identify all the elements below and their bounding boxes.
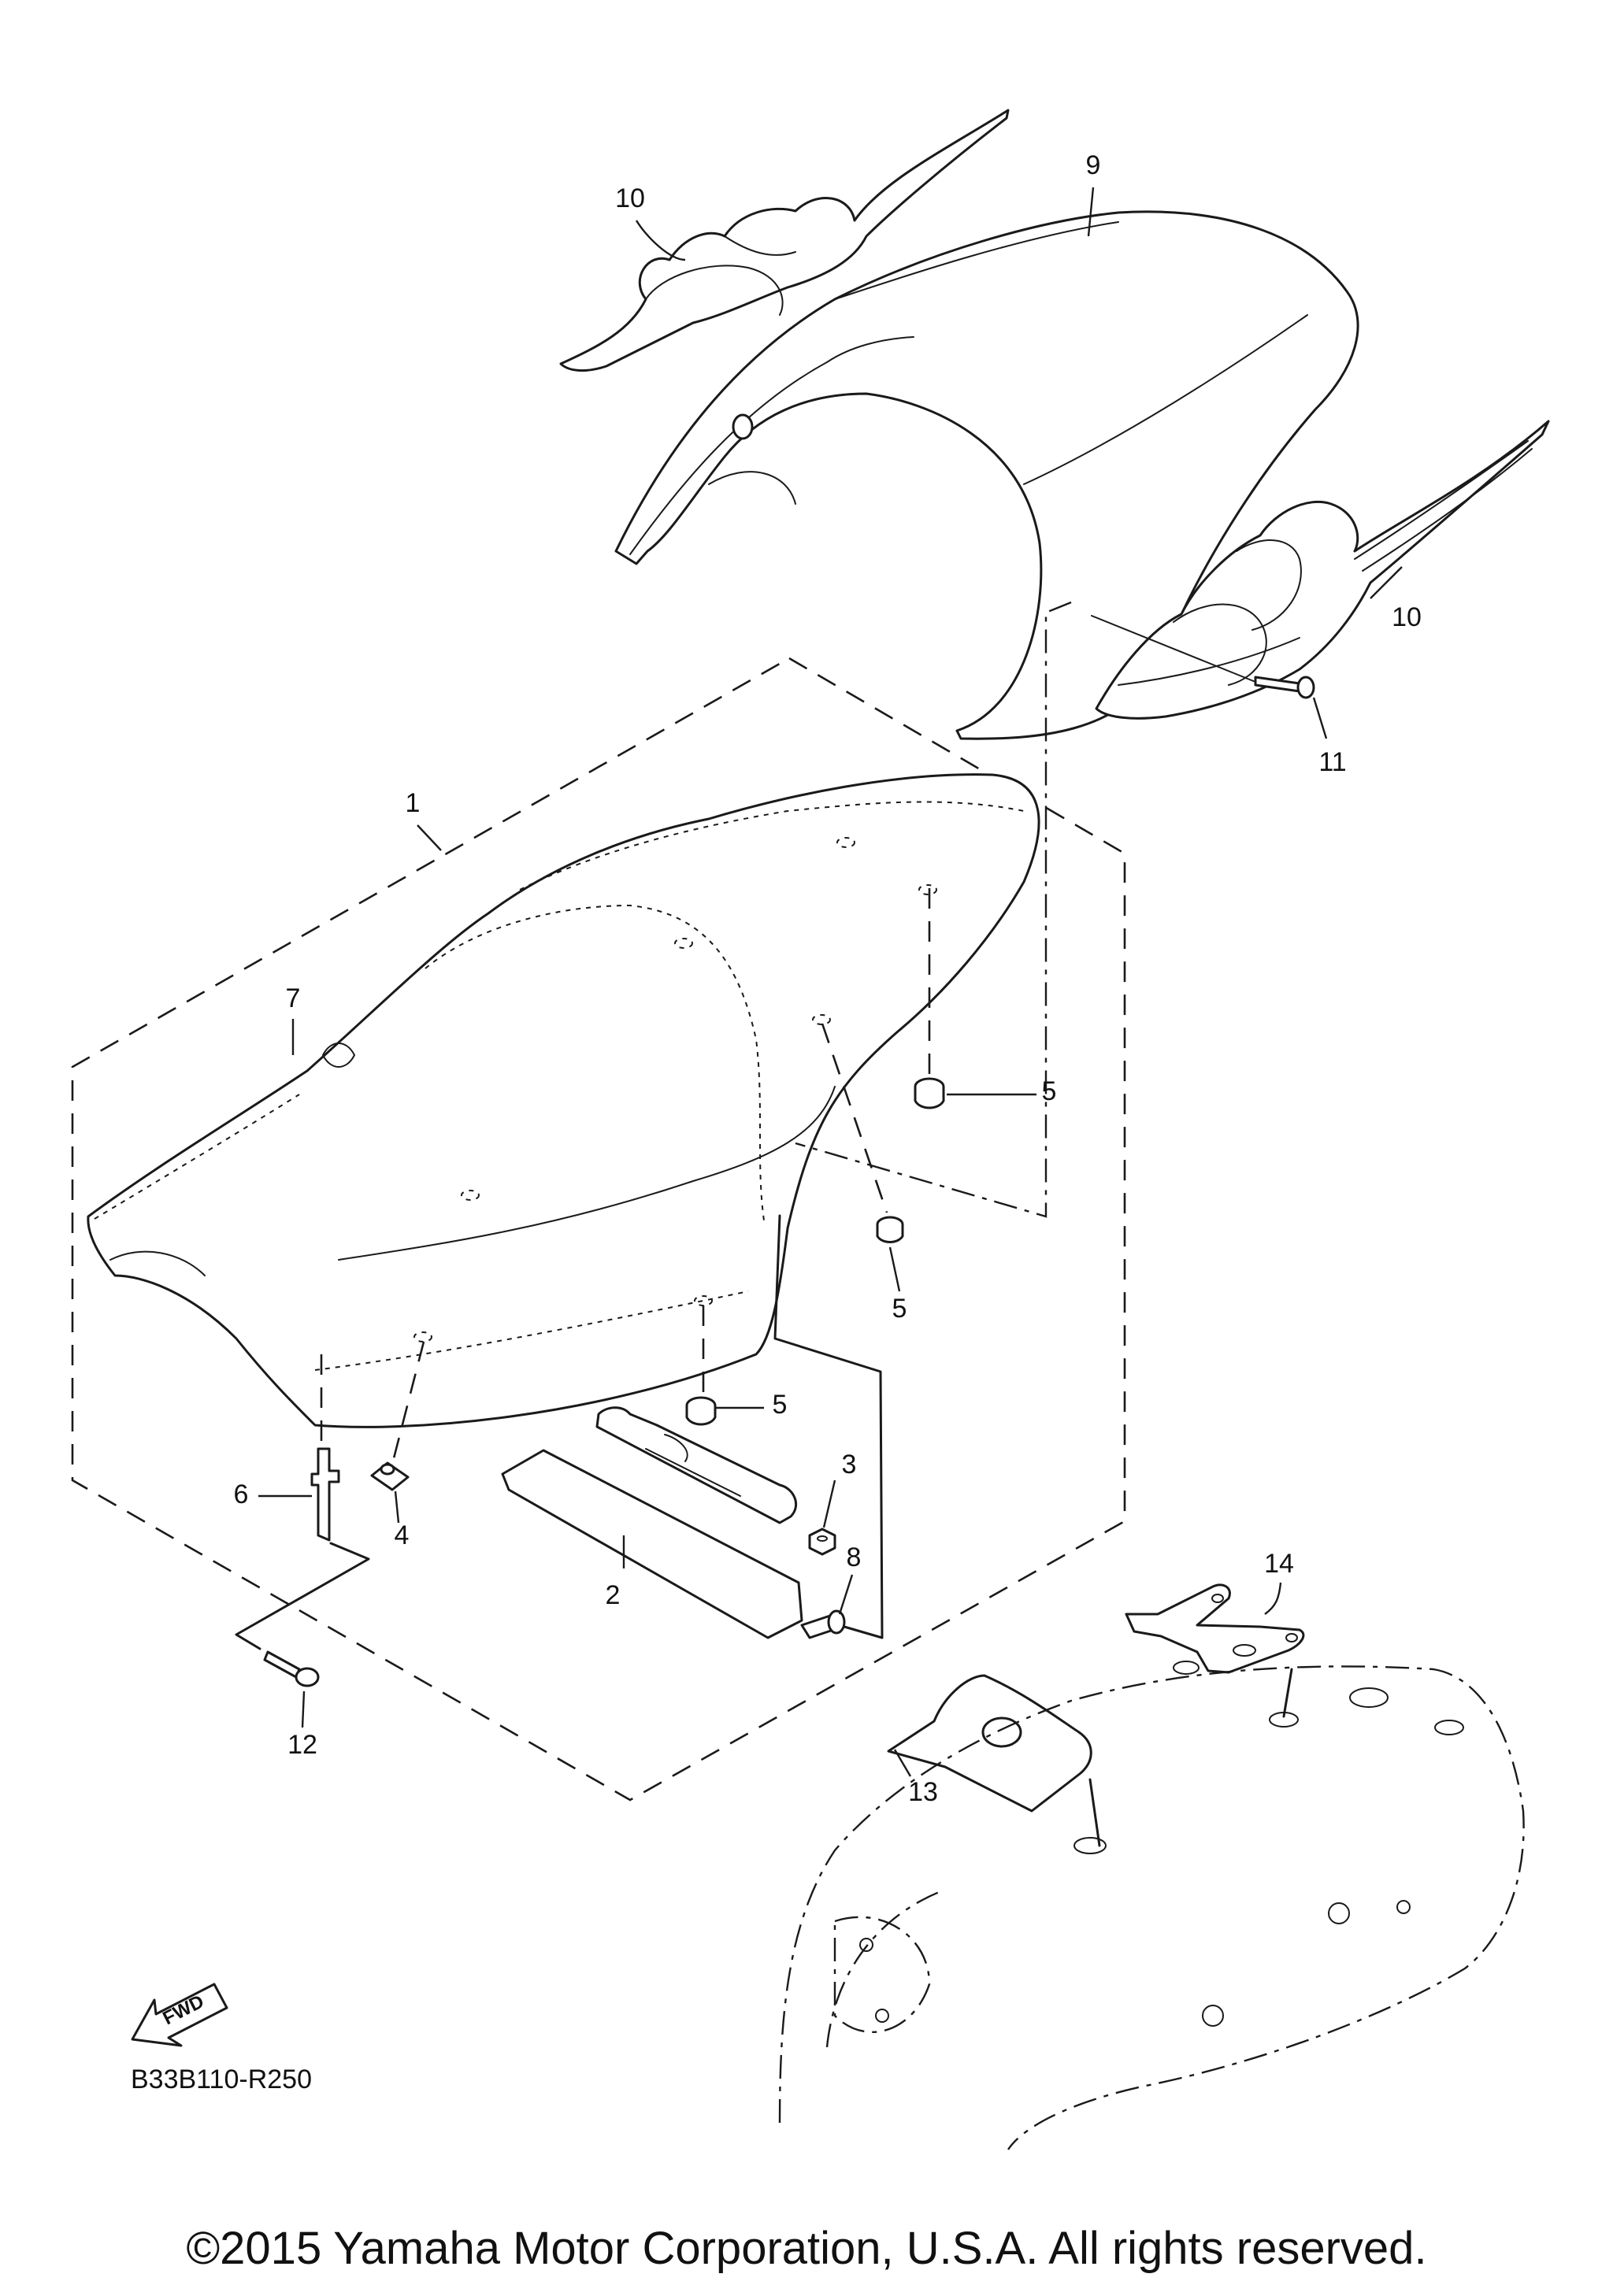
guide-line-bolt11 <box>1091 615 1256 683</box>
nut-3 <box>808 1528 836 1556</box>
bolt-12 <box>263 1650 320 1687</box>
callout-10-right: 10 <box>1392 602 1422 632</box>
callout-14: 14 <box>1264 1549 1294 1579</box>
rear-fender <box>778 1661 1525 2150</box>
diagram-reference-code: B33B110-R250 <box>131 2065 312 2094</box>
guide-line-cowl-left <box>795 601 1072 1218</box>
guide-line-collar <box>773 1214 884 1639</box>
callout-3: 3 <box>842 1450 857 1479</box>
callout-8: 8 <box>847 1542 862 1572</box>
guide-line-fender-14 <box>1282 1668 1293 1718</box>
grommet-5-middle <box>876 1216 904 1243</box>
guide-line-grommet-middle <box>821 1023 888 1213</box>
seat-bracket <box>501 1406 803 1639</box>
callout-9: 9 <box>1086 150 1101 180</box>
fwd-arrow-icon: FWD <box>131 1983 228 2047</box>
decal-right <box>1095 420 1550 720</box>
bracket-13 <box>887 1674 1092 1813</box>
callout-13: 13 <box>908 1777 938 1807</box>
copyright-notice: ©2015 Yamaha Motor Corporation, U.S.A. A… <box>186 2223 1427 2274</box>
callout-2: 2 <box>606 1580 621 1610</box>
bolt-11 <box>1254 676 1315 699</box>
guide-line-fender-13 <box>1088 1778 1101 1847</box>
callout-7: 7 <box>286 983 301 1013</box>
bracket-14 <box>1125 1583 1305 1674</box>
callout-6: 6 <box>234 1479 249 1509</box>
clip-4 <box>370 1461 410 1491</box>
hook-6 <box>310 1447 340 1542</box>
grommet-5-upper <box>914 1077 945 1109</box>
callout-5-upper: 5 <box>1042 1076 1057 1106</box>
callout-5-middle: 5 <box>892 1294 907 1324</box>
grommet-5-lower <box>685 1396 717 1426</box>
callout-4: 4 <box>395 1520 410 1550</box>
callout-5-lower: 5 <box>773 1390 788 1420</box>
callout-12: 12 <box>287 1730 317 1760</box>
decal-left <box>559 109 1010 372</box>
callout-1: 1 <box>406 788 421 818</box>
guide-line-bolt12 <box>235 1542 370 1650</box>
guide-line-clip <box>392 1341 425 1459</box>
callout-11: 11 <box>1318 747 1346 777</box>
seat <box>87 773 1040 1428</box>
assembly-outline-box <box>71 657 1126 1802</box>
collar-8 <box>800 1609 846 1639</box>
callout-10-left: 10 <box>615 183 645 213</box>
